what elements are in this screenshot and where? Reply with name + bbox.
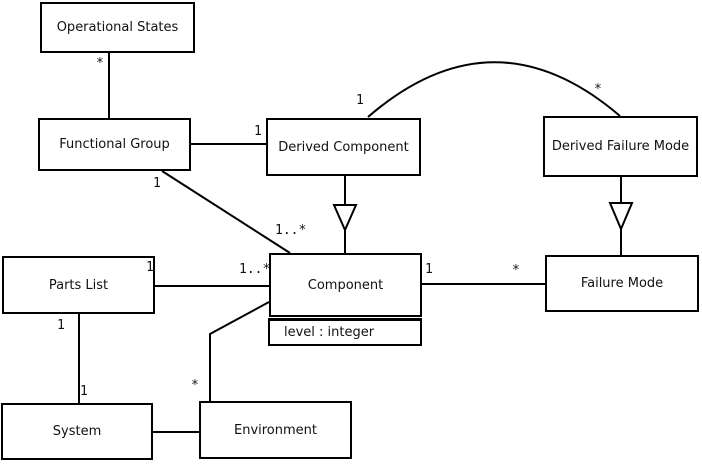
generalization-arrowhead-component (332, 204, 358, 233)
class-derived-failure-mode[interactable]: Derived Failure Mode (543, 116, 698, 177)
class-name-label: Parts List (48, 277, 109, 293)
multiplicity-label-component-left-end: 1..* (239, 262, 271, 277)
association-functional-group-component (161, 170, 291, 254)
class-name-label: Component (307, 277, 384, 293)
multiplicity-label-system-end: 1 (80, 384, 88, 399)
class-name-label: Operational States (56, 20, 179, 35)
multiplicity-label-arc-derived-component-end: 1 (356, 93, 364, 108)
class-system[interactable]: System (1, 403, 153, 460)
class-name-label: Environment (233, 422, 317, 438)
class-name-label: Failure Mode (580, 276, 664, 291)
multiplicity-label-operational-states-end: * (96, 56, 104, 71)
class-name-label: Functional Group (59, 137, 170, 152)
multiplicity-label-functional-group-end: 1 (153, 176, 161, 191)
multiplicity-label-failure-mode-end: * (512, 263, 520, 278)
association-environment-component (209, 301, 270, 401)
multiplicity-label-parts-list-end: 1 (146, 260, 154, 275)
multiplicity-label-arc-derived-failure-mode-end: * (594, 82, 602, 97)
multiplicity-label-parts-list-bottom-end: 1 (57, 318, 65, 333)
multiplicity-label-component-top-end: 1..* (275, 223, 307, 238)
class-name-label: Derived Component (278, 139, 409, 155)
component-attributes-compartment[interactable]: level : integer (268, 318, 422, 346)
multiplicity-label-environment-end: * (191, 378, 199, 393)
class-functional-group[interactable]: Functional Group (38, 118, 191, 171)
class-name-label: System (52, 424, 102, 439)
multiplicity-label-component-right-end: 1 (425, 262, 433, 277)
class-component[interactable]: Component (269, 253, 422, 317)
class-parts-list[interactable]: Parts List (2, 256, 155, 314)
class-name-label: Derived Failure Mode (551, 139, 690, 154)
association-arc-derived-component-derived-failure-mode (367, 61, 621, 118)
class-derived-component[interactable]: Derived Component (266, 118, 421, 176)
class-operational-states[interactable]: Operational States (40, 2, 195, 53)
class-environment[interactable]: Environment (199, 401, 352, 459)
class-failure-mode[interactable]: Failure Mode (545, 255, 699, 312)
multiplicity-label-derived-component-end: 1 (254, 124, 262, 139)
attribute-label: level : integer (284, 325, 375, 340)
generalization-arrowhead-failure-mode (608, 202, 634, 232)
